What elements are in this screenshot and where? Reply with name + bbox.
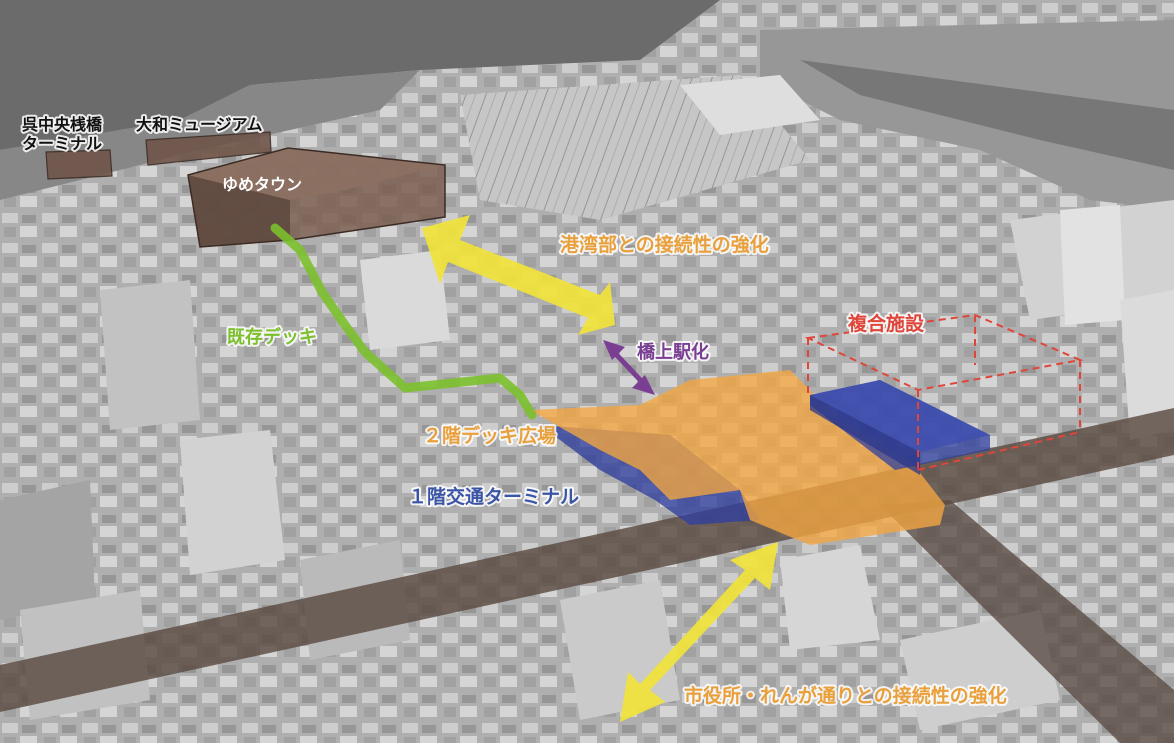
complex-facility-label: 複合施設 — [847, 312, 925, 335]
kure-pier-terminal-label-line2: ターミナル — [22, 134, 102, 153]
kure-pier-terminal-block — [45, 149, 113, 180]
kure-pier-terminal-label-line1: 呉中央桟橋 — [22, 115, 103, 134]
cross-road-band — [880, 500, 1174, 743]
complex-blue-box — [810, 380, 990, 475]
transport-terminal-label: １階交通ターミナル — [408, 485, 579, 508]
existing-deck-path — [270, 223, 537, 420]
bridge-station-arrow — [603, 340, 655, 395]
deck-plaza-label: ２階デッキ広場 — [423, 424, 556, 447]
city-connection-label: 市役所・れんが通りとの接続性の強化 — [684, 684, 1007, 707]
yamato-museum-block — [145, 131, 272, 166]
deck-plaza-area — [530, 370, 945, 545]
port-connection-arrow — [422, 215, 615, 335]
youme-town-label: ゆめタウン — [222, 175, 302, 194]
port-connection-label: 港湾部との接続性の強化 — [560, 233, 769, 256]
yamato-museum-label: 大和ミュージアム — [136, 115, 263, 134]
bridge-station-label: 橋上駅化 — [637, 341, 709, 363]
complex-facility-outline — [804, 313, 1084, 471]
youme-town-block — [187, 147, 446, 248]
existing-deck-label: 既存デッキ — [227, 326, 317, 348]
city-connection-arrow — [620, 542, 778, 722]
